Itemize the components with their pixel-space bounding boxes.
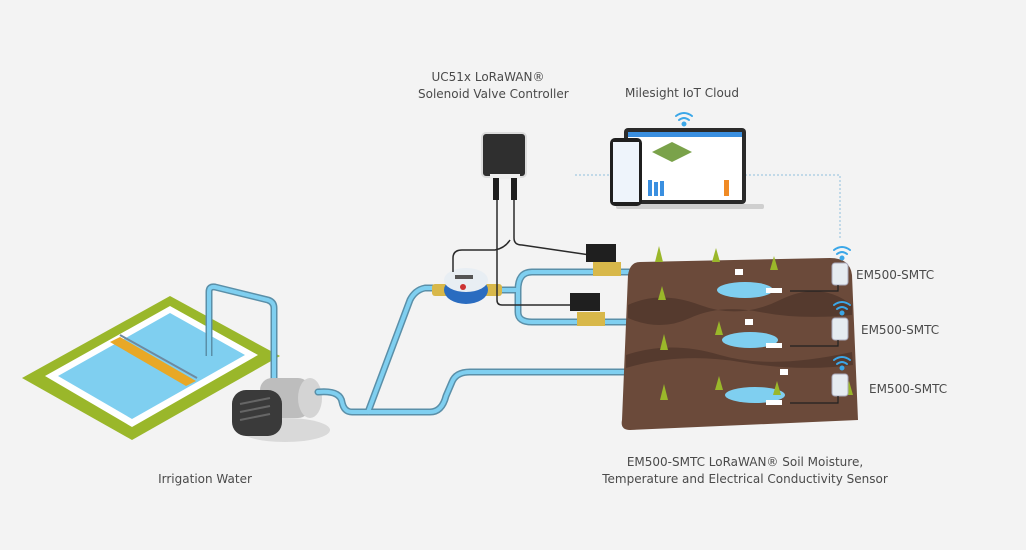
field-pipe-ends: [735, 269, 788, 375]
water-pump: [232, 378, 330, 442]
solenoid-valve-2: [570, 293, 605, 326]
water-label: Irrigation Water: [158, 472, 252, 486]
sensor-description-line1: EM500-SMTC LoRaWAN® Soil Moisture,: [626, 455, 864, 469]
water-meter: [432, 268, 502, 304]
water-pipes: [314, 268, 784, 416]
sensor-label-1: EM500-SMTC: [856, 268, 935, 282]
sensor-label-3: EM500-SMTC: [869, 382, 948, 396]
controller-wires: [452, 200, 591, 306]
soil-sensor-3: [766, 373, 849, 405]
plants: [655, 246, 853, 400]
sensor-label-2: EM500-SMTC: [861, 323, 940, 337]
controller-label-line1: UC51x LoRaWAN®: [431, 70, 545, 84]
wifi-icon: [675, 112, 851, 371]
soil-sensor-2: [766, 317, 849, 348]
solenoid-valve-1: [586, 244, 621, 276]
controller-label: UC51x LoRaWAN® Solenoid Valve Controller: [418, 69, 569, 103]
cloud-link-dashed: [575, 174, 841, 240]
irrigation-pool: [22, 296, 280, 440]
controller-label-line2: Solenoid Valve Controller: [418, 87, 569, 101]
solenoid-valve-controller: [481, 132, 527, 200]
water-puddles: [717, 282, 785, 403]
sensor-description: EM500-SMTC LoRaWAN® Soil Moisture, Tempe…: [590, 454, 900, 488]
sensor-description-line2: Temperature and Electrical Conductivity …: [602, 472, 888, 486]
cloud-label: Milesight IoT Cloud: [624, 86, 740, 100]
soil-sensor-1: [766, 262, 849, 293]
cloud-dashboard-devices: [610, 128, 764, 209]
